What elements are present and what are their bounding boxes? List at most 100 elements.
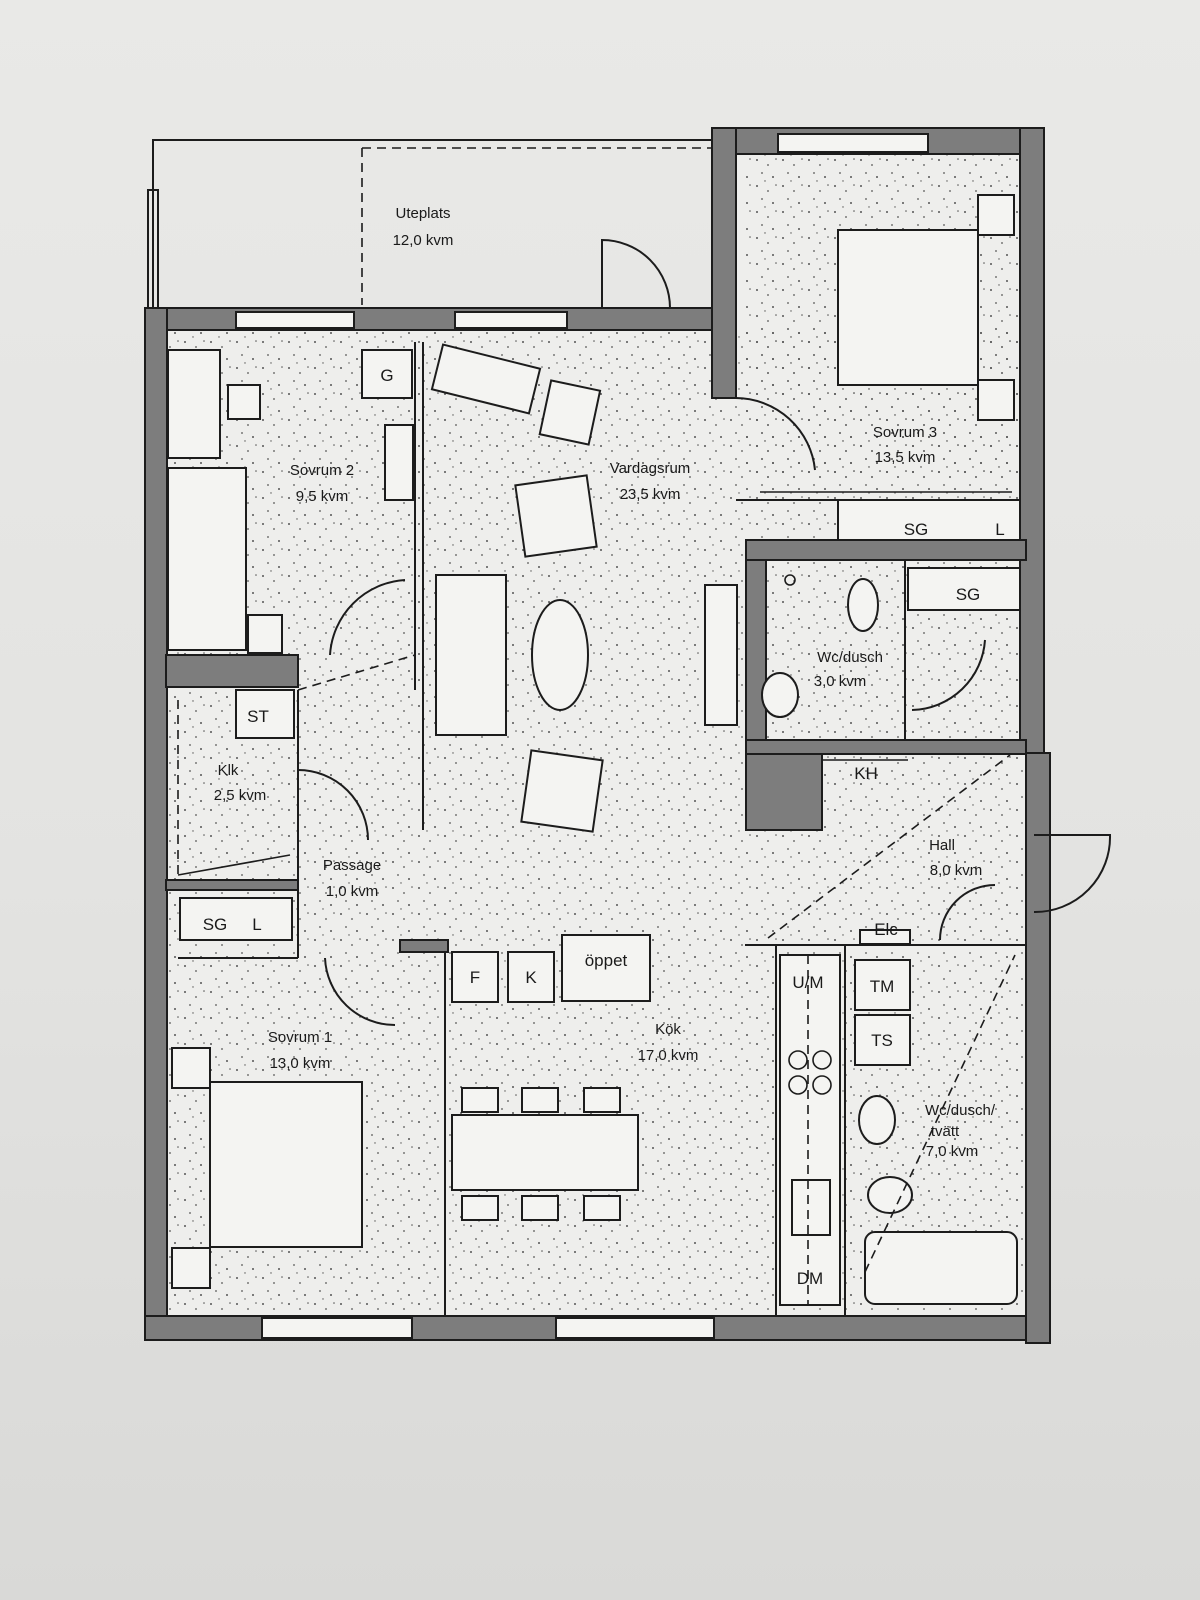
open-cabinet xyxy=(561,934,651,1002)
room-name-hall: Hall xyxy=(929,837,955,854)
fixture-label-elc: Elc xyxy=(874,920,898,939)
dining-table xyxy=(451,1114,639,1191)
wall-klk-south xyxy=(165,879,299,891)
fixture-label-k: K xyxy=(525,968,537,987)
room-name2-wcdusch-tvatt: tvätt xyxy=(931,1123,960,1140)
sofa xyxy=(435,574,507,736)
room-name-passage: Passage xyxy=(323,857,381,874)
door-swing-bedroom3 xyxy=(735,397,816,471)
room-area-wcdusch-tvatt: 7,0 kvm xyxy=(926,1143,979,1160)
tv-bench xyxy=(704,584,738,726)
wardrobe-g xyxy=(361,349,413,399)
window xyxy=(555,1317,715,1339)
door-swing-klk xyxy=(297,769,369,841)
wardrobe-sovrum3 xyxy=(837,499,1021,541)
door-swing-closet xyxy=(911,639,986,711)
fixture-label-sg: SG xyxy=(203,915,228,934)
window xyxy=(777,133,929,153)
fixture-label-sg: SG xyxy=(956,585,981,604)
bed-sovrum1 xyxy=(209,1081,363,1248)
room-area-vardagsrum: 23,5 kvm xyxy=(620,486,681,503)
room-name-kok: Kök xyxy=(655,1021,681,1038)
nightstand xyxy=(977,194,1015,236)
desk xyxy=(430,343,542,415)
bed-sovrum3 xyxy=(837,229,979,386)
wall-kitchen-north xyxy=(399,939,449,953)
room-area-sovrum2: 9,5 kvm xyxy=(296,488,349,505)
patio-outline xyxy=(152,139,713,309)
fixture-label-ts: TS xyxy=(871,1031,893,1050)
chair-sovrum2 xyxy=(227,384,261,420)
freezer-k xyxy=(507,951,555,1003)
wall-bedroom3-west xyxy=(711,127,737,399)
washbasin xyxy=(761,672,799,718)
shelf-sovrum2 xyxy=(384,424,414,501)
window xyxy=(454,311,568,329)
electrical-cabinet xyxy=(859,929,911,945)
fixture-label-sg: SG xyxy=(904,520,929,539)
door-swing-bedroom2 xyxy=(329,579,406,656)
fixture-label-kh: KH xyxy=(854,764,878,783)
room-name-uteplats: Uteplats xyxy=(395,205,450,222)
nightstand xyxy=(171,1047,211,1089)
chair xyxy=(538,379,602,446)
fixture-label-um: U/M xyxy=(792,973,823,992)
shower-drain xyxy=(784,574,796,586)
washbasin xyxy=(858,1095,896,1145)
stove-plate xyxy=(788,1075,808,1095)
bed-sovrum2 xyxy=(167,467,247,651)
closet-hall xyxy=(907,567,1021,611)
room-area-klk: 2,5 kvm xyxy=(214,787,267,804)
wall-north xyxy=(144,307,736,331)
room-name-wcdusch-tvatt: Wc/dusch/ xyxy=(925,1102,996,1119)
room-name-wcdusch: Wc/dusch xyxy=(817,649,883,666)
wall-east-lower xyxy=(1025,752,1051,1344)
stove-plate xyxy=(812,1075,832,1095)
room-name-klk: Klk xyxy=(218,762,239,779)
cabinet-st xyxy=(235,689,295,739)
door-swing-patio xyxy=(601,238,671,309)
room-area-uteplats: 12,0 kvm xyxy=(393,232,454,249)
dryer-ts xyxy=(854,1014,911,1066)
stove-plate xyxy=(812,1050,832,1070)
room-name-sovrum2: Sovrum 2 xyxy=(290,462,354,479)
dash-divider xyxy=(864,954,1016,1273)
desk-sovrum2 xyxy=(167,349,221,459)
room-area-wcdusch: 3,0 kvm xyxy=(814,673,867,690)
stove-plate xyxy=(788,1050,808,1070)
fixture-label-oppet: öppet xyxy=(585,951,628,970)
dining-chairs xyxy=(461,1087,621,1221)
wall-bath-block xyxy=(745,744,823,831)
wall-west xyxy=(144,307,168,1339)
room-name-vardagsrum: Vardagsrum xyxy=(610,460,691,477)
wardrobe-sovrum1 xyxy=(179,897,293,941)
wall-bath-north xyxy=(745,539,1027,561)
fridge-f xyxy=(451,951,499,1003)
room-area-sovrum3: 13,5 kvm xyxy=(875,449,936,466)
window xyxy=(235,311,355,329)
fixture-label-tm: TM xyxy=(870,977,895,996)
shelf-line xyxy=(177,854,291,876)
wall-east-upper xyxy=(1019,127,1045,754)
fixture-label-l: L xyxy=(995,520,1004,539)
fixture-label-st: ST xyxy=(247,707,269,726)
fixture-label-f: F xyxy=(470,968,480,987)
nightstand xyxy=(171,1247,211,1289)
nightstand xyxy=(977,379,1015,421)
toilet xyxy=(867,1176,913,1214)
window xyxy=(261,1317,413,1339)
wall-bath-south xyxy=(745,739,1027,755)
sink xyxy=(791,1179,831,1236)
toilet xyxy=(847,578,879,632)
door-swing-bedroom1 xyxy=(324,957,396,1027)
coffee-table xyxy=(531,599,589,711)
wall-bed2-south xyxy=(165,654,299,688)
door-swing-bath xyxy=(939,884,996,941)
washing-machine-tm xyxy=(854,959,911,1011)
armchair xyxy=(520,749,604,833)
dash-divider xyxy=(297,654,416,691)
nightstand xyxy=(247,614,283,654)
fixture-label-dm: DM xyxy=(797,1269,823,1288)
door-swing-entrance xyxy=(1033,834,1112,914)
